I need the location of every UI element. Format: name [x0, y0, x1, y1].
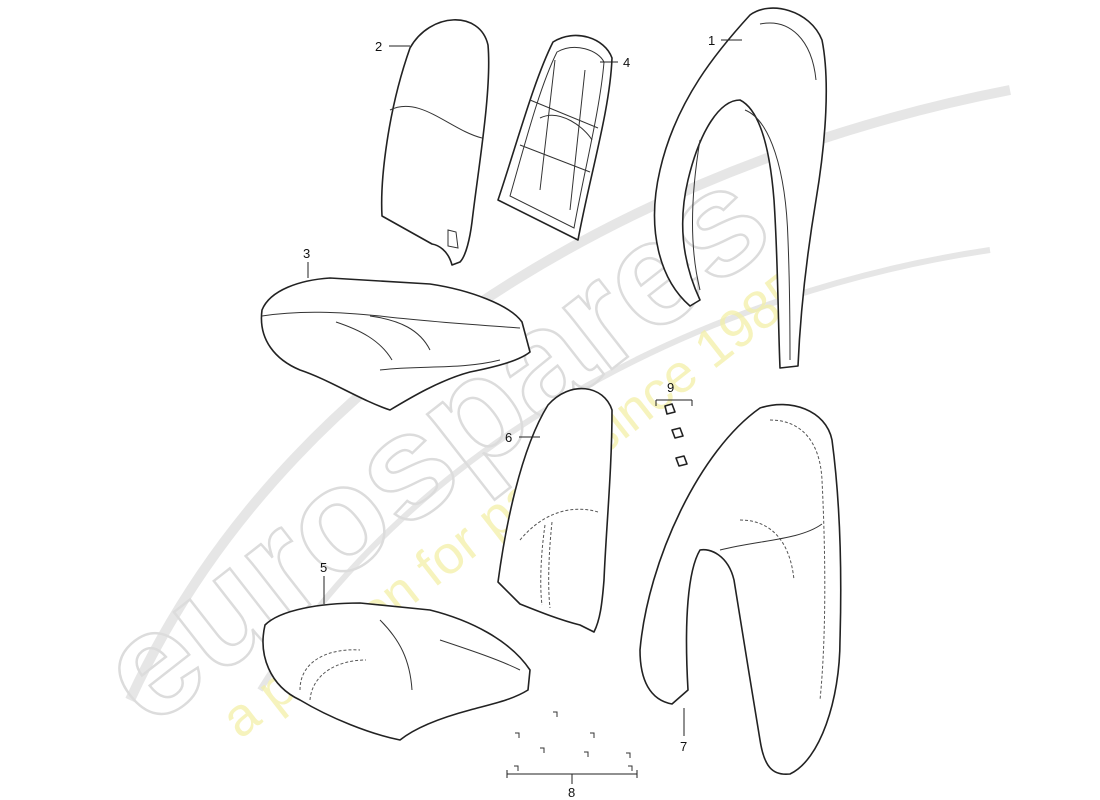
part-9-clips[interactable] — [664, 403, 688, 467]
part-6-backrest-upholstery[interactable] — [497, 387, 613, 633]
watermark-swoosh — [125, 85, 1011, 703]
callout-2: 2 — [375, 39, 382, 54]
callout-6: 6 — [505, 430, 512, 445]
callout-3: 3 — [303, 246, 310, 261]
leader-lines — [307, 39, 742, 784]
callout-9: 9 — [667, 380, 674, 395]
callouts: 2 1 4 3 9 6 5 7 8 — [303, 33, 715, 800]
callout-5: 5 — [320, 560, 327, 575]
part-1-side-bolster[interactable] — [653, 7, 828, 369]
part-7-bolster-upholstery[interactable] — [639, 403, 842, 775]
callout-8: 8 — [568, 785, 575, 800]
part-2-backrest-cover[interactable] — [380, 19, 490, 266]
part-4-backrest-frame[interactable] — [497, 34, 613, 241]
part-8-clips[interactable] — [514, 711, 633, 771]
callout-1: 1 — [708, 33, 715, 48]
watermark-swoosh-inner — [257, 247, 991, 692]
part-5-seat-cushion-upholstery[interactable] — [262, 602, 531, 741]
callout-7: 7 — [680, 739, 687, 754]
part-3-seat-cushion-cover[interactable] — [260, 277, 531, 411]
callout-4: 4 — [623, 55, 630, 70]
